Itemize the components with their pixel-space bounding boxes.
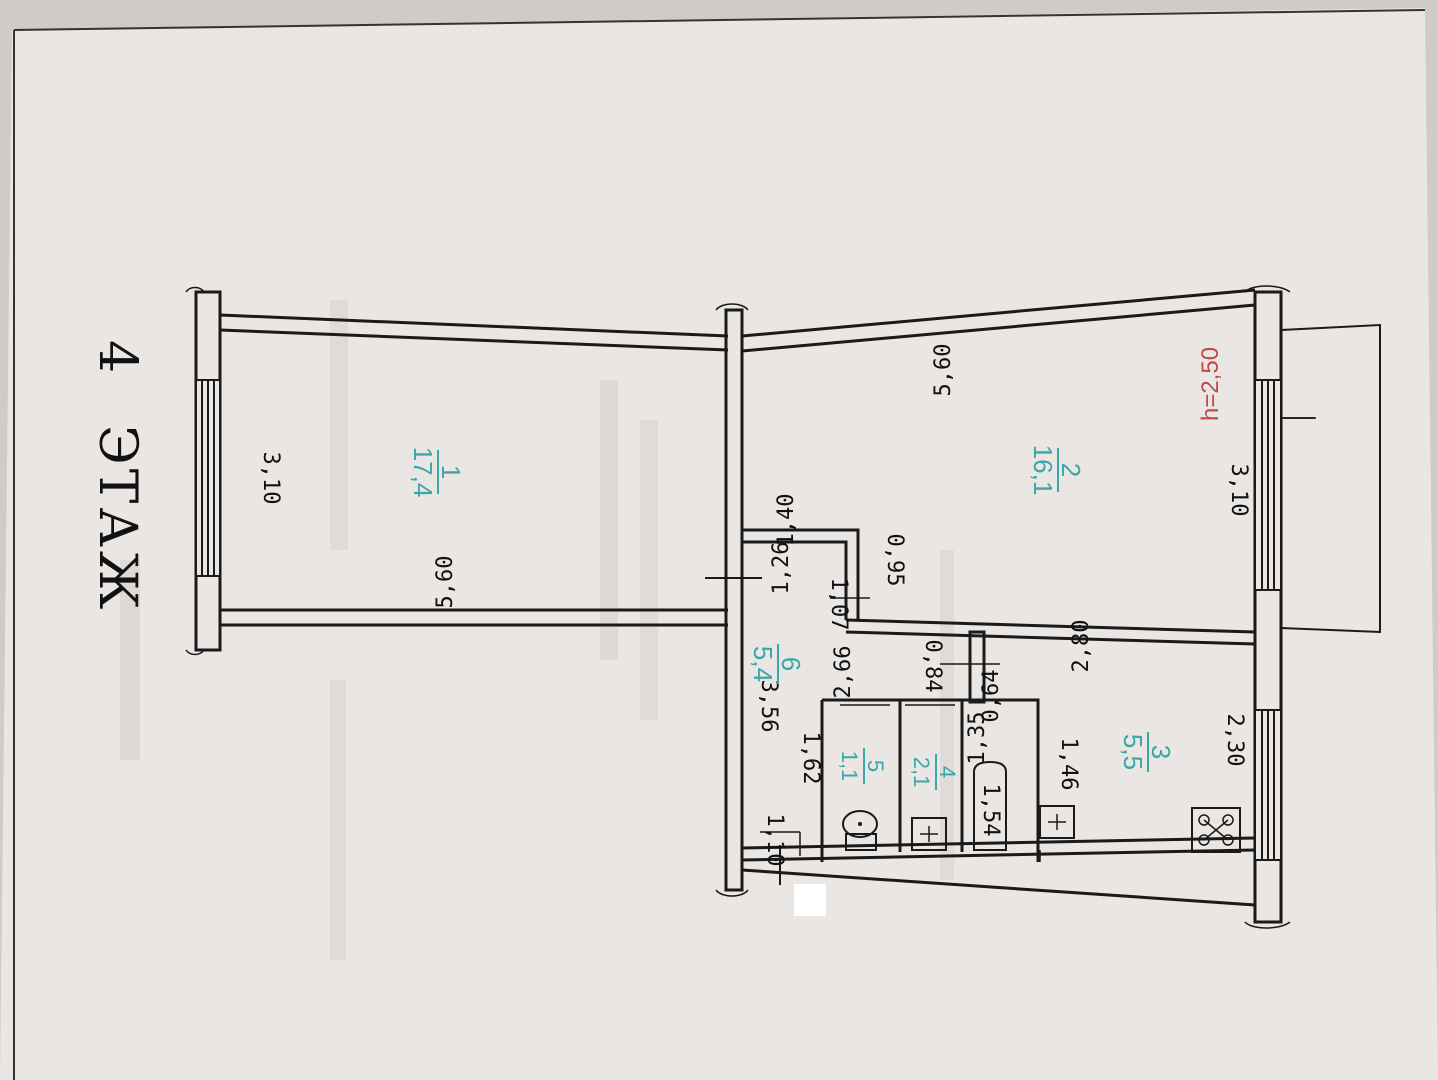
- dim-hall-c: 0,95: [882, 534, 907, 587]
- ceiling-height-label: h=2,50: [1197, 347, 1224, 421]
- ceiling-height: h=2,50: [1197, 347, 1224, 421]
- dim-wc-b: 1,10: [762, 814, 787, 867]
- fixtures: [705, 417, 1315, 916]
- dim-hall-long: 3,56: [756, 680, 781, 733]
- dimension-lines: [760, 417, 1316, 856]
- room-5-area: 1,1: [837, 751, 862, 782]
- room-1-number: 1: [436, 465, 466, 479]
- dim-kitchen-b: 0,84: [920, 640, 945, 693]
- bathtub-icon: [973, 760, 1007, 851]
- ghost-text: [120, 300, 954, 960]
- floor-word: ЭТАЖ: [87, 425, 147, 613]
- room-3-area: 5,5: [1118, 734, 1148, 770]
- floor-number: 4: [87, 340, 147, 377]
- window-right-top: [1254, 379, 1282, 591]
- dim-bath-a: 1,35: [965, 712, 990, 765]
- room-3-number: 3: [1146, 745, 1176, 759]
- window-right-bottom: [1254, 709, 1282, 861]
- balcony: [1280, 323, 1381, 634]
- dim-hall-a: 1,40: [774, 494, 799, 547]
- room-2-number: 2: [1056, 463, 1086, 477]
- dim-kitchen-d: 2,30: [1222, 714, 1247, 767]
- room-4-label: 4 2,1: [909, 754, 960, 790]
- room-6-label: 6 5,4: [748, 644, 806, 684]
- dim-room1-length-bottom: 5,60: [433, 556, 458, 609]
- dim-hall-e: 2,66: [831, 646, 856, 699]
- room-2-label: 2 16,1: [1028, 445, 1086, 496]
- room-1-area: 17,4: [408, 447, 438, 498]
- sink-icon: [911, 817, 947, 851]
- room-1-label: 1 17,4: [408, 447, 466, 498]
- window-left: [195, 379, 221, 577]
- dim-bath-c: 1,46: [1056, 738, 1081, 791]
- paper: [0, 8, 1438, 1080]
- dim-hall-d: 1,07: [826, 578, 851, 631]
- dim-hall-b: 1,26: [769, 542, 794, 595]
- dim-bath-b: 1,54: [978, 784, 1003, 837]
- room-4-number: 4: [935, 766, 960, 778]
- room-5-label: 5 1,1: [837, 748, 888, 784]
- paper-frame-line: [13, 9, 1426, 31]
- floor-title: 4 ЭТАЖ: [87, 340, 147, 613]
- room-6-number: 6: [776, 657, 806, 671]
- room-2-area: 16,1: [1028, 445, 1058, 496]
- dim-kitchen-c: 0,64: [979, 670, 1004, 723]
- kitchen-sink-icon: [1039, 805, 1075, 839]
- room-5-number: 5: [863, 760, 888, 772]
- dimension-labels: 3,10 5,60 5,60 3,10 1,40 1,26 0,95 1,07 …: [258, 344, 1251, 867]
- dim-wc-a: 1,62: [798, 732, 823, 785]
- room-6-area: 5,4: [748, 646, 778, 682]
- walls: [185, 285, 1381, 929]
- dim-room2-width: 3,10: [1226, 464, 1251, 517]
- toilet-icon: [842, 810, 878, 851]
- dim-room1-width: 3,10: [258, 452, 283, 505]
- stove-icon: [1191, 807, 1241, 853]
- white-patch: [794, 884, 826, 916]
- room-3-label: 3 5,5: [1118, 732, 1176, 772]
- dim-kitchen-a: 2,80: [1069, 620, 1094, 673]
- room-labels: 1 17,4 2 16,1 3 5,5 4 2,1 5 1,1: [408, 347, 1224, 790]
- dim-room2-length: 5,60: [931, 344, 956, 397]
- room-4-area: 2,1: [909, 757, 934, 788]
